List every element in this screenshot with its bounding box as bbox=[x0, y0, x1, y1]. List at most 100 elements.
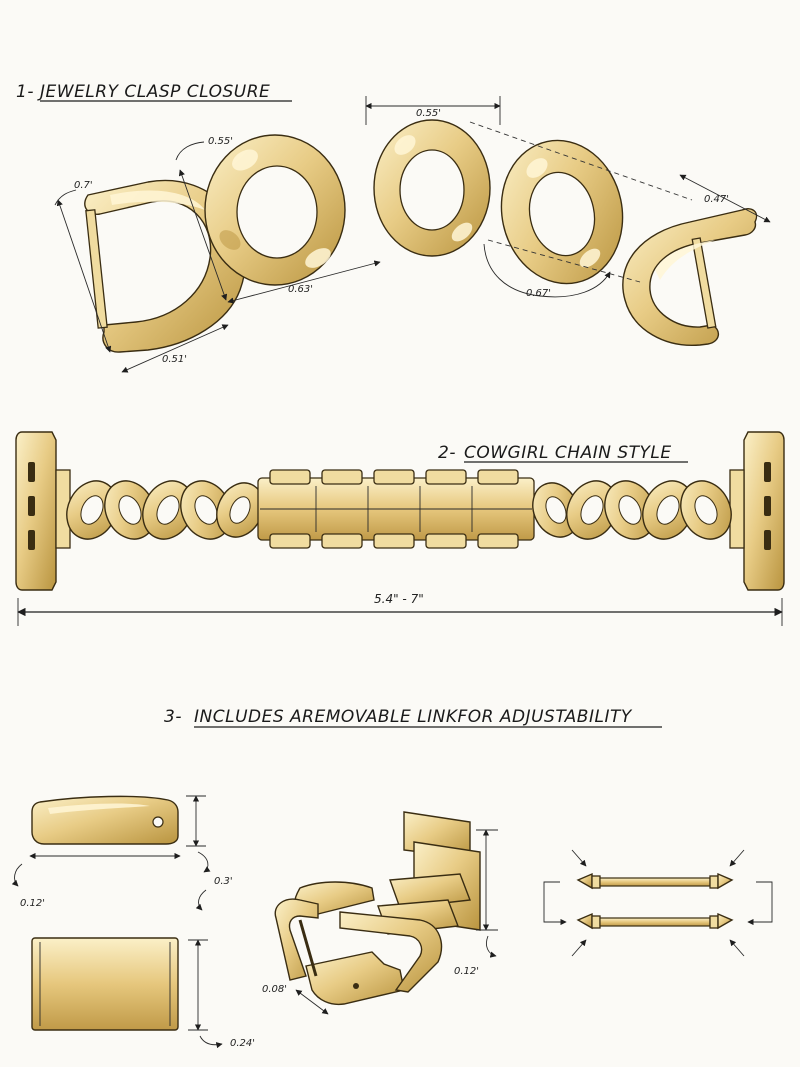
spring-bar-bottom-tip-right bbox=[717, 912, 734, 930]
lug-right-slot-bot bbox=[764, 530, 771, 550]
section-1: 1- JEWELRY CLASP CLOSURE bbox=[16, 82, 771, 373]
spring-bar-top-tube bbox=[599, 877, 711, 887]
spring-bar-top-tip-right bbox=[717, 872, 734, 890]
length-dimension: 5.4" - 7" bbox=[17, 592, 783, 626]
lug-right bbox=[729, 431, 785, 591]
link-bar-section bbox=[257, 469, 535, 549]
spring-bar-bottom bbox=[576, 912, 734, 930]
chain-link-r5-hole bbox=[694, 495, 718, 525]
chain-link-l4-hole bbox=[194, 495, 218, 525]
d-clasp-right bbox=[622, 208, 758, 347]
chain-link-r3-hole bbox=[618, 495, 642, 525]
spring-arrow-tl bbox=[571, 849, 587, 867]
link-bar-top-4 bbox=[425, 469, 467, 485]
spring-arrow-bl bbox=[571, 939, 587, 957]
ring-3 bbox=[500, 139, 624, 285]
link-piece-curl-lower bbox=[195, 889, 207, 911]
spring-bar-bottom-collar-right bbox=[709, 915, 719, 929]
lug-right-slot-mid bbox=[764, 496, 771, 516]
link-bar-bot-3 bbox=[373, 533, 415, 549]
link-piece-shine bbox=[48, 803, 150, 814]
link-block-piece: 0.24' bbox=[31, 937, 255, 1049]
chain-link-l2-hole bbox=[118, 495, 142, 525]
lug-left-body bbox=[15, 431, 57, 591]
section-3-title: INCLUDES AREMOVABLE LINKFOR ADJUSTABILIT… bbox=[194, 707, 633, 727]
ring-2-shine-a bbox=[394, 135, 416, 155]
link-piece-hole bbox=[152, 816, 164, 828]
d-clasp-right-shine bbox=[655, 240, 715, 280]
section-1-dimensions: 0.7' 0.51' 0.55' 0.63' 0.55' 0.67' 0.47' bbox=[54, 96, 771, 373]
section-1-title: JEWELRY CLASP CLOSURE bbox=[37, 82, 270, 102]
dim-buckle-pin: 0.08' bbox=[262, 984, 287, 995]
dim-d-width-line bbox=[121, 324, 229, 373]
block-body bbox=[31, 937, 179, 1031]
chain-link-r4-hole bbox=[656, 495, 680, 525]
section-2-number: 2- bbox=[438, 443, 456, 463]
section-1-number: 1- bbox=[16, 82, 34, 102]
dim-link-thickness-left: 0.12' bbox=[20, 898, 45, 909]
ring-1-shine-a bbox=[232, 149, 258, 171]
ring-2-shine-b bbox=[451, 222, 473, 242]
lug-left-slot-bot bbox=[28, 530, 35, 550]
dim-d-height-line bbox=[56, 199, 112, 353]
dim-ring3-arc bbox=[483, 243, 611, 298]
link-bar-bot-5 bbox=[477, 533, 519, 549]
ring-2-inner bbox=[399, 149, 465, 231]
spring-bar-bottom-tube bbox=[599, 917, 711, 927]
ring-3-shine-b bbox=[579, 248, 601, 268]
spring-arrow-tr bbox=[729, 849, 745, 867]
lug-left-slot-mid bbox=[28, 496, 35, 516]
spring-bar-bottom-tip-left bbox=[576, 912, 593, 930]
ring-2 bbox=[373, 119, 491, 257]
buckle-side-arm bbox=[339, 911, 443, 993]
section-3: 3- INCLUDES AREMOVABLE LINKFOR ADJUSTABI… bbox=[11, 707, 773, 1049]
link-bar-bot-2 bbox=[321, 533, 363, 549]
dim-d-height-curl bbox=[54, 189, 77, 206]
curb-chain-right bbox=[532, 480, 732, 540]
dash-top bbox=[469, 121, 693, 201]
dim-d-width: 0.51' bbox=[162, 354, 187, 365]
link-bar-top-5 bbox=[477, 469, 519, 485]
link-bar-bot-1 bbox=[269, 533, 311, 549]
curb-chain-left bbox=[66, 480, 264, 540]
spring-bar-top-collar-right bbox=[709, 875, 719, 889]
chain-link-l5-hole bbox=[229, 496, 251, 524]
spring-bar-top-tip-left bbox=[576, 872, 593, 890]
dim-ring1-height-line bbox=[178, 169, 228, 301]
ring-1 bbox=[204, 134, 346, 286]
spring-arrow-br bbox=[729, 939, 745, 957]
block-curl bbox=[199, 1035, 223, 1049]
spring-bracket-right bbox=[747, 881, 773, 926]
buckle-height-curl bbox=[485, 935, 497, 958]
d-clasp-left-bar bbox=[85, 209, 108, 329]
section-2: 2- COWGIRL CHAIN STYLE bbox=[15, 431, 785, 626]
dim-ring1-width: 0.63' bbox=[288, 284, 313, 295]
dim-buckle-height: 0.12' bbox=[454, 966, 479, 977]
section-3-number: 3- bbox=[164, 707, 182, 727]
buckle-pin-dim-line bbox=[295, 989, 329, 1015]
dim-ring1-width-line bbox=[227, 260, 381, 304]
removable-link-piece: 0.12' 0.3' bbox=[11, 795, 233, 911]
lug-right-slot-top bbox=[764, 462, 771, 482]
dim-right-d-line bbox=[679, 174, 771, 223]
dim-ring3: 0.67' bbox=[526, 288, 551, 299]
spring-bar-top-collar-left bbox=[591, 875, 601, 889]
link-piece-curl-left bbox=[11, 863, 23, 887]
chain-link-l1-hole bbox=[80, 495, 104, 525]
spring-bars bbox=[543, 849, 773, 957]
buckle-front-bar bbox=[305, 951, 405, 1006]
dim-link-height: 0.3' bbox=[214, 876, 233, 887]
link-bar-top-1 bbox=[269, 469, 311, 485]
lug-right-connector bbox=[729, 469, 745, 549]
spring-bar-bottom-collar-left bbox=[591, 915, 601, 929]
dim-ring1-height: 0.55' bbox=[208, 136, 233, 147]
lug-left bbox=[15, 431, 71, 591]
dim-d-height: 0.7' bbox=[74, 180, 93, 191]
ring-1-inner bbox=[236, 165, 318, 259]
chain-link-r1-hole bbox=[545, 496, 567, 524]
spring-bar-top bbox=[576, 872, 734, 890]
dim-ring2-width: 0.55' bbox=[416, 108, 441, 119]
link-bar-top-3 bbox=[373, 469, 415, 485]
ring-3-inner bbox=[528, 171, 596, 257]
